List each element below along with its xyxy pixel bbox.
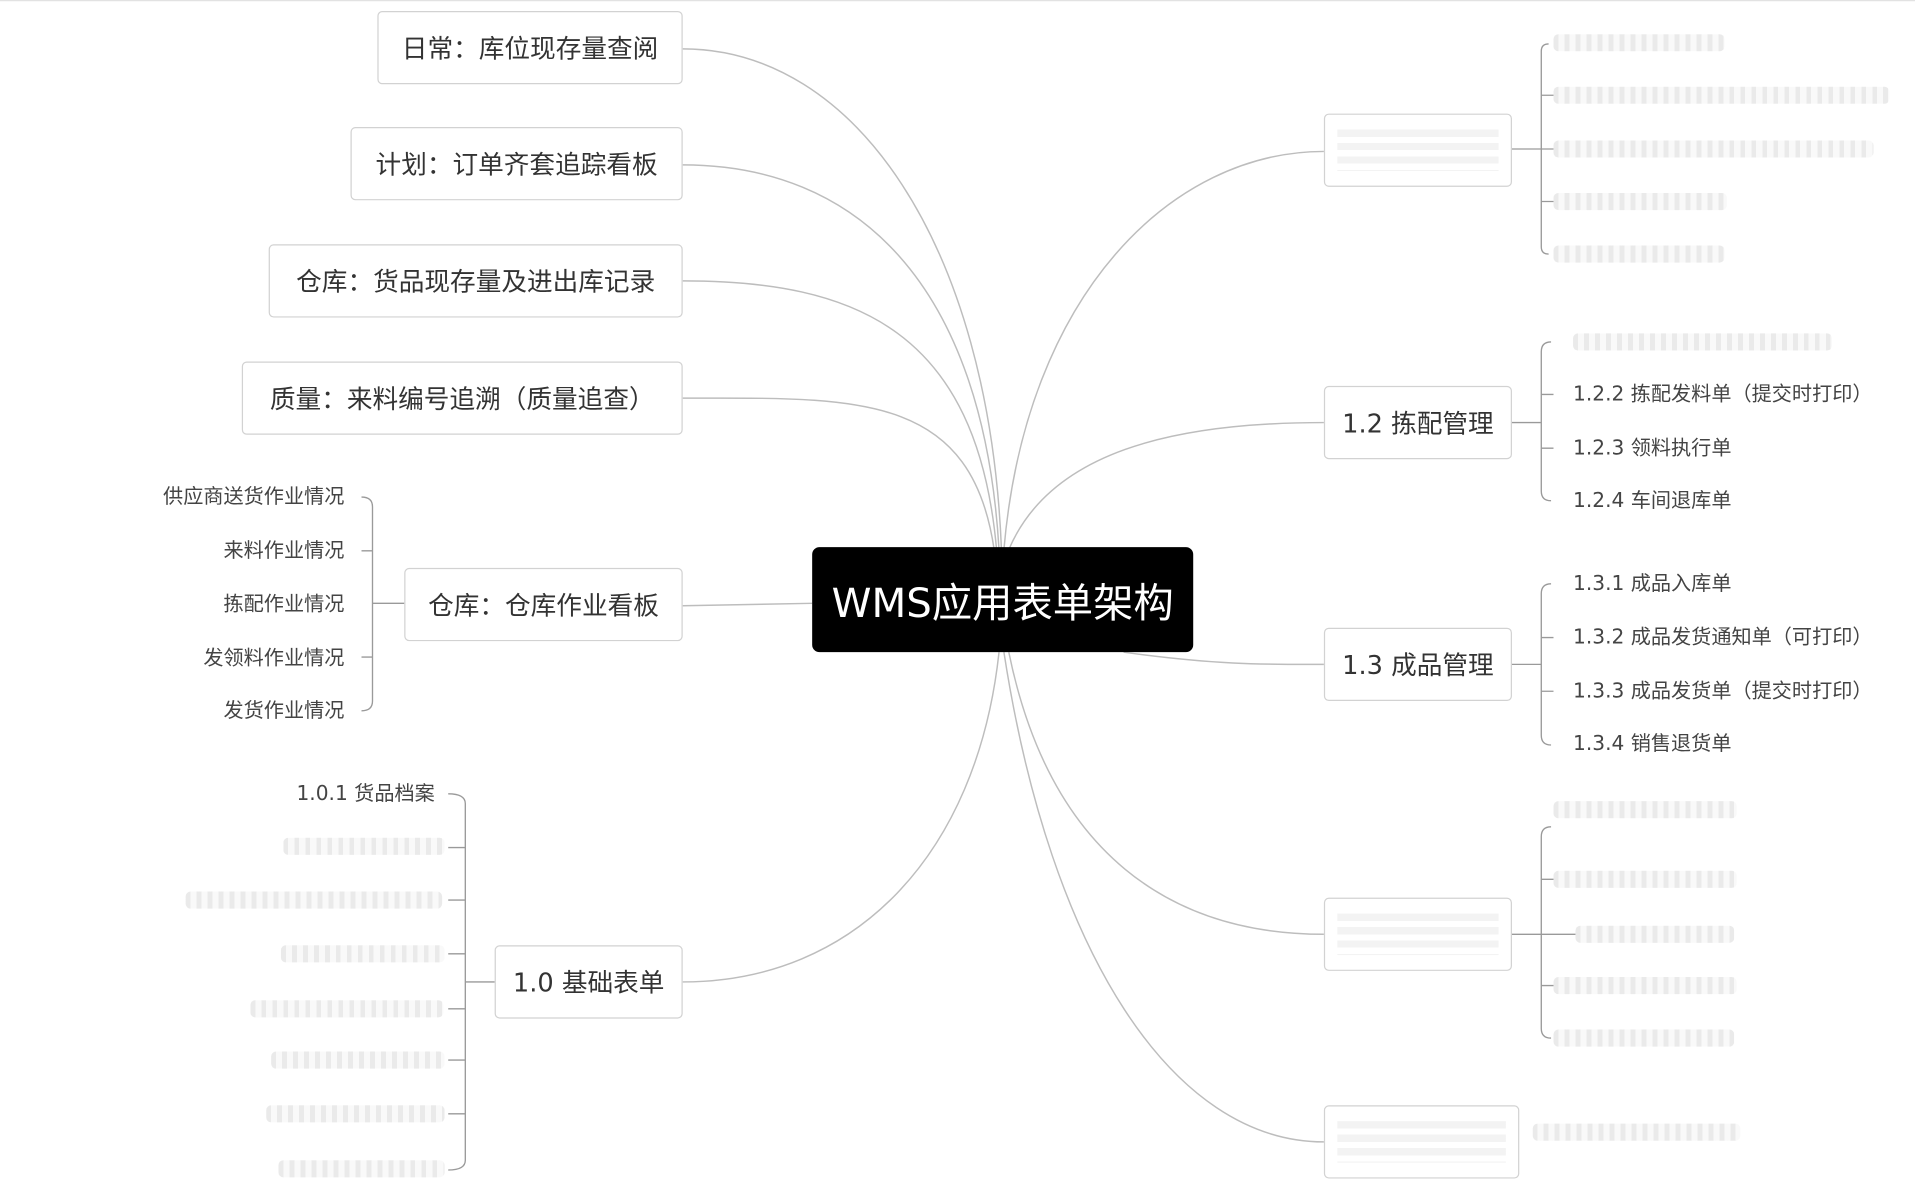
link-root-picking (1008, 421, 1324, 550)
leaf-incoming[interactable]: 来料作业情况 (223, 538, 345, 562)
topic-quality-trace[interactable]: 质量：来料编号追溯（质量追查） (241, 361, 683, 435)
topic-daily-stock-label: 日常：库位现存量查阅 (401, 34, 659, 64)
link-root-daily (682, 48, 1003, 550)
blurred-leaf (1553, 86, 1890, 104)
blurred-leaf (1575, 925, 1735, 943)
leaf-shipping-ops[interactable]: 发货作业情况 (223, 698, 345, 722)
blurred-leaf (278, 1160, 445, 1178)
blurred-leaf (1573, 333, 1832, 351)
leaf-issue-ops[interactable]: 发领料作业情况 (203, 646, 345, 670)
topic-finished-goods-label: 1.3 成品管理 (1342, 650, 1494, 681)
link-root-r4 (1008, 652, 1324, 936)
topic-plan-board-label: 计划：订单齐套追踪看板 (375, 150, 658, 180)
root-node[interactable]: WMS应用表单架构 (812, 547, 1194, 653)
leaf-supplier-delivery[interactable]: 供应商送货作业情况 (163, 484, 345, 509)
topic-right-4[interactable] (1323, 897, 1512, 971)
blurred-leaf (1532, 1123, 1741, 1141)
leaf-sales-return[interactable]: 1.3.4 销售退货单 (1573, 731, 1732, 755)
leaf-picking-issue-form[interactable]: 1.2.2 拣配发料单（提交时打印） (1573, 382, 1873, 406)
link-root-warehouse-stock (682, 280, 998, 550)
topic-daily-stock[interactable]: 日常：库位现存量查阅 (377, 10, 683, 85)
blurred-leaf (1553, 245, 1725, 263)
blurred-leaf (1553, 1029, 1735, 1047)
link-root-finished (1123, 651, 1324, 666)
topic-warehouse-records-label: 仓库：货品现存量及进出库记录 (296, 267, 656, 297)
blurred-leaf (1553, 977, 1737, 995)
blurred-leaf (283, 837, 445, 855)
topic-warehouse-dashboard-label: 仓库：仓库作业看板 (428, 591, 659, 621)
blurred-leaf (280, 945, 445, 963)
topic-right-1[interactable] (1323, 113, 1512, 187)
leaf-shipping-notice[interactable]: 1.3.2 成品发货通知单（可打印） (1573, 625, 1873, 649)
blurred-leaf (1553, 801, 1737, 819)
topic-picking-label: 1.2 拣配管理 (1342, 409, 1494, 439)
topic-finished-goods[interactable]: 1.3 成品管理 (1323, 627, 1512, 702)
leaf-shipping-form[interactable]: 1.3.3 成品发货单（提交时打印） (1573, 679, 1873, 703)
topic-warehouse-records[interactable]: 仓库：货品现存量及进出库记录 (268, 244, 683, 318)
leaf-workshop-return-form[interactable]: 1.2.4 车间退库单 (1573, 488, 1732, 512)
leaf-goods-archive[interactable]: 1.0.1 货品档案 (296, 781, 435, 805)
link-root-r5 (1003, 652, 1324, 1143)
topic-warehouse-dashboard[interactable]: 仓库：仓库作业看板 (404, 567, 683, 642)
blurred-leaf (1553, 870, 1737, 888)
blurred-leaf (250, 1000, 444, 1018)
blurred-leaf (1553, 192, 1727, 211)
topic-basic-forms[interactable]: 1.0 基础表单 (494, 945, 683, 1019)
topic-quality-trace-label: 质量：来料编号追溯（质量追查） (269, 384, 655, 415)
leaf-picking-ops[interactable]: 拣配作业情况 (223, 592, 345, 616)
link-root-basic (682, 652, 1000, 983)
leaf-finished-inbound[interactable]: 1.3.1 成品入库单 (1573, 571, 1732, 595)
top-border (0, 0, 1915, 2)
link-root-r1 (1003, 150, 1324, 550)
link-root-quality (682, 397, 995, 550)
root-title: WMS应用表单架构 (831, 578, 1174, 627)
topic-basic-forms-label: 1.0 基础表单 (512, 968, 665, 998)
blurred-leaf (266, 1105, 445, 1123)
topic-picking[interactable]: 1.2 拣配管理 (1323, 385, 1512, 460)
blurred-leaf (1553, 34, 1725, 52)
topic-right-5[interactable] (1323, 1105, 1520, 1179)
blurred-leaf (271, 1051, 445, 1069)
link-root-dashboard (682, 602, 813, 607)
link-root-plan (682, 164, 1000, 550)
blurred-leaf (1553, 140, 1874, 158)
leaf-requisition-form[interactable]: 1.2.3 领料执行单 (1573, 436, 1732, 460)
blurred-leaf (185, 891, 443, 909)
topic-plan-board[interactable]: 计划：订单齐套追踪看板 (350, 127, 683, 201)
